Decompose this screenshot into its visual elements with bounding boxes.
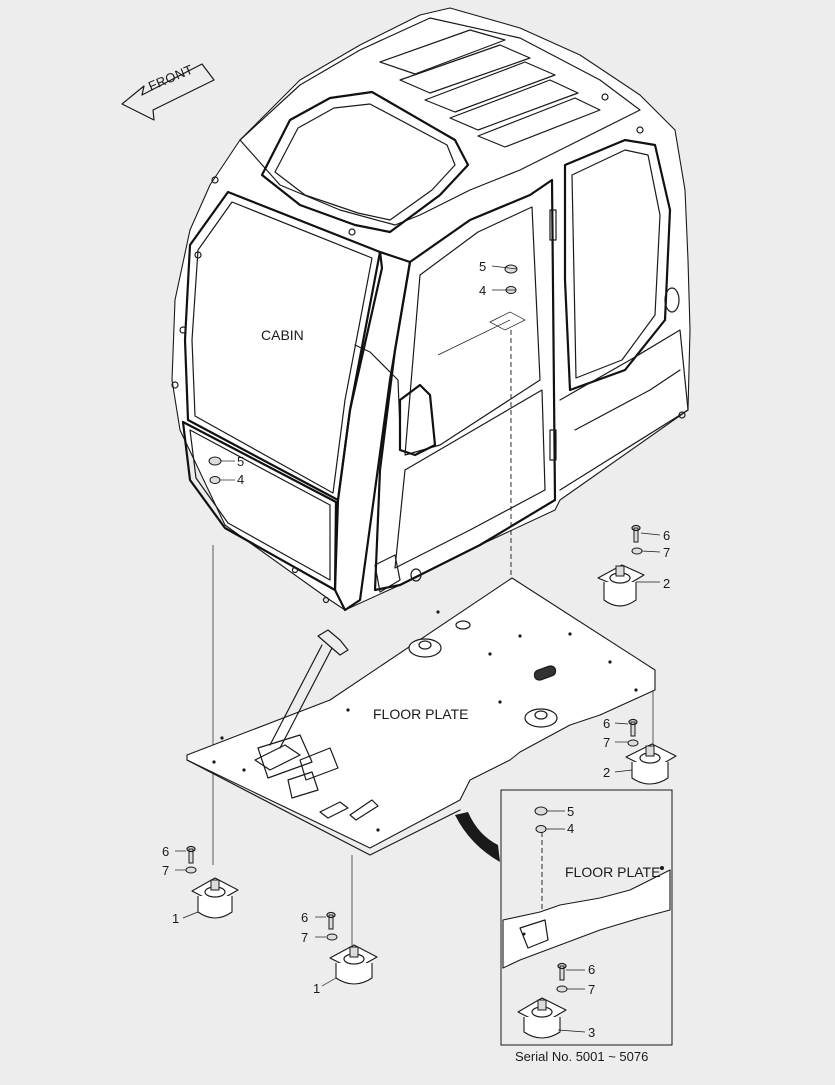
callout-1: 1: [313, 981, 321, 996]
floor-plate: [186, 577, 656, 856]
callout-3: 3: [588, 1025, 596, 1040]
detail-arrow-icon: [455, 812, 500, 862]
callout-6: 6: [301, 910, 309, 925]
callout-5: 5: [567, 804, 575, 819]
detail-box: [500, 789, 673, 1046]
callout-1: 1: [172, 911, 180, 926]
floor-plate-detail-label: FLOOR PLATE: [565, 864, 661, 880]
callout-4: 4: [237, 472, 245, 487]
mount-front-right-upper: [597, 524, 645, 607]
alignment-lines: [212, 330, 654, 945]
front-arrow-icon: [121, 63, 215, 121]
mount-rear-center: [326, 911, 378, 985]
callout-6: 6: [162, 844, 170, 859]
callout-2: 2: [663, 576, 671, 591]
cabin-label: CABIN: [261, 327, 304, 343]
serial-number-label: Serial No. 5001 ~ 5076: [515, 1049, 649, 1064]
callout-7: 7: [162, 863, 170, 878]
callout-7: 7: [301, 930, 309, 945]
leader-lines: [175, 265, 661, 1033]
lever-assembly: [257, 629, 349, 799]
callout-2: 2: [603, 765, 611, 780]
cabin-body: [171, 7, 691, 612]
floor-plate-label: FLOOR PLATE: [373, 706, 469, 722]
callout-6: 6: [663, 528, 671, 543]
callout-6: 6: [603, 716, 611, 731]
callout-5: 5: [479, 259, 487, 274]
mount-front-right-lower: [625, 718, 677, 785]
callout-4: 4: [479, 283, 487, 298]
callout-7: 7: [588, 982, 596, 997]
cabin-nut-washer-b: [208, 456, 222, 484]
mount-rear-left: [185, 845, 239, 919]
callout-6: 6: [588, 962, 596, 977]
callout-5: 5: [237, 454, 245, 469]
callout-7: 7: [603, 735, 611, 750]
callout-4: 4: [567, 821, 575, 836]
callout-7: 7: [663, 545, 671, 560]
